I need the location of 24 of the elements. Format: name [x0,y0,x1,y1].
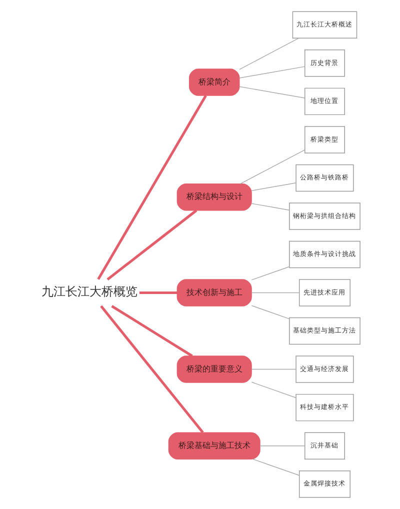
connector [239,66,306,78]
connector [111,305,193,358]
connector [251,182,296,192]
connector [260,445,306,446]
connector [240,150,306,184]
node-box: 桥梁的重要意义 [176,356,252,383]
connector [251,382,296,398]
node-box: 桥梁简介 [188,68,240,96]
connector [239,86,306,98]
connector [100,305,204,434]
node-box: 桥梁结构与设计 [176,183,252,211]
connector [139,291,178,294]
connector [251,266,290,280]
connector [251,305,290,320]
connector [252,458,300,476]
node-box: 桥梁基础与施工技术 [168,432,260,460]
connector [106,209,198,280]
connector [251,368,296,370]
node-box: 技术创新与施工 [176,279,252,306]
node-text: 九江长江大桥概览 [42,284,138,299]
connector [251,292,300,294]
connector [251,203,290,210]
connector [97,95,207,280]
connector [239,38,300,70]
